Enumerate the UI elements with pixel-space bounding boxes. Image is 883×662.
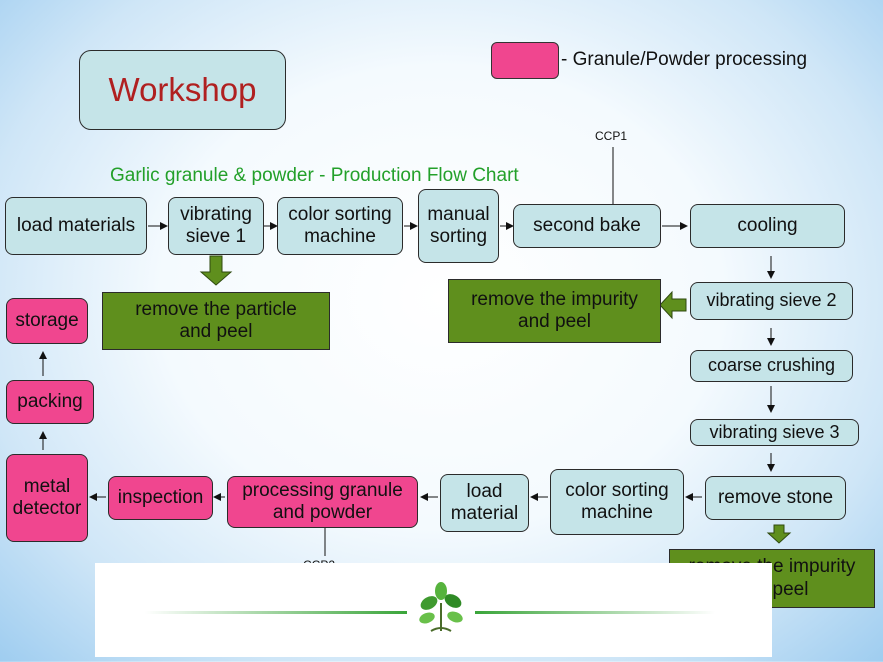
chart-subtitle: Garlic granule & powder - Production Flo… bbox=[110, 165, 519, 186]
step-second-bake: second bake bbox=[513, 204, 661, 248]
step-color-sorting-1: color sorting machine bbox=[277, 197, 403, 255]
green-arrow-down-2 bbox=[766, 524, 792, 544]
ccp1-label: CCP1 bbox=[595, 129, 628, 143]
step-remove-stone: remove stone bbox=[705, 476, 846, 520]
footer-panel bbox=[95, 563, 772, 657]
legend-label: - Granule/Powder processing bbox=[561, 49, 808, 70]
green-arrow-left bbox=[659, 290, 687, 320]
step-load-materials: load materials bbox=[5, 197, 147, 255]
removal-particle-peel: remove the particle and peel bbox=[102, 292, 330, 350]
step-packing: packing bbox=[6, 380, 94, 424]
step-inspection: inspection bbox=[108, 476, 213, 520]
removal-impurity-peel-1: remove the impurity and peel bbox=[448, 279, 661, 343]
step-load-material: load material bbox=[440, 474, 529, 532]
workshop-title: Workshop bbox=[79, 50, 286, 130]
sprout-icon bbox=[145, 582, 715, 632]
green-arrow-down-1 bbox=[199, 255, 233, 286]
step-vibrating-sieve-1: vibrating sieve 1 bbox=[168, 197, 264, 255]
step-color-sorting-2: color sorting machine bbox=[550, 469, 684, 535]
step-processing-granule-powder: processing granule and powder bbox=[227, 476, 418, 528]
step-vibrating-sieve-3: vibrating sieve 3 bbox=[690, 419, 859, 446]
step-storage: storage bbox=[6, 298, 88, 344]
step-cooling: cooling bbox=[690, 204, 845, 248]
step-vibrating-sieve-2: vibrating sieve 2 bbox=[690, 282, 853, 320]
legend-swatch bbox=[491, 42, 559, 79]
step-manual-sorting: manual sorting bbox=[418, 189, 499, 263]
step-metal-detector: metal detector bbox=[6, 454, 88, 542]
step-coarse-crushing: coarse crushing bbox=[690, 350, 853, 382]
